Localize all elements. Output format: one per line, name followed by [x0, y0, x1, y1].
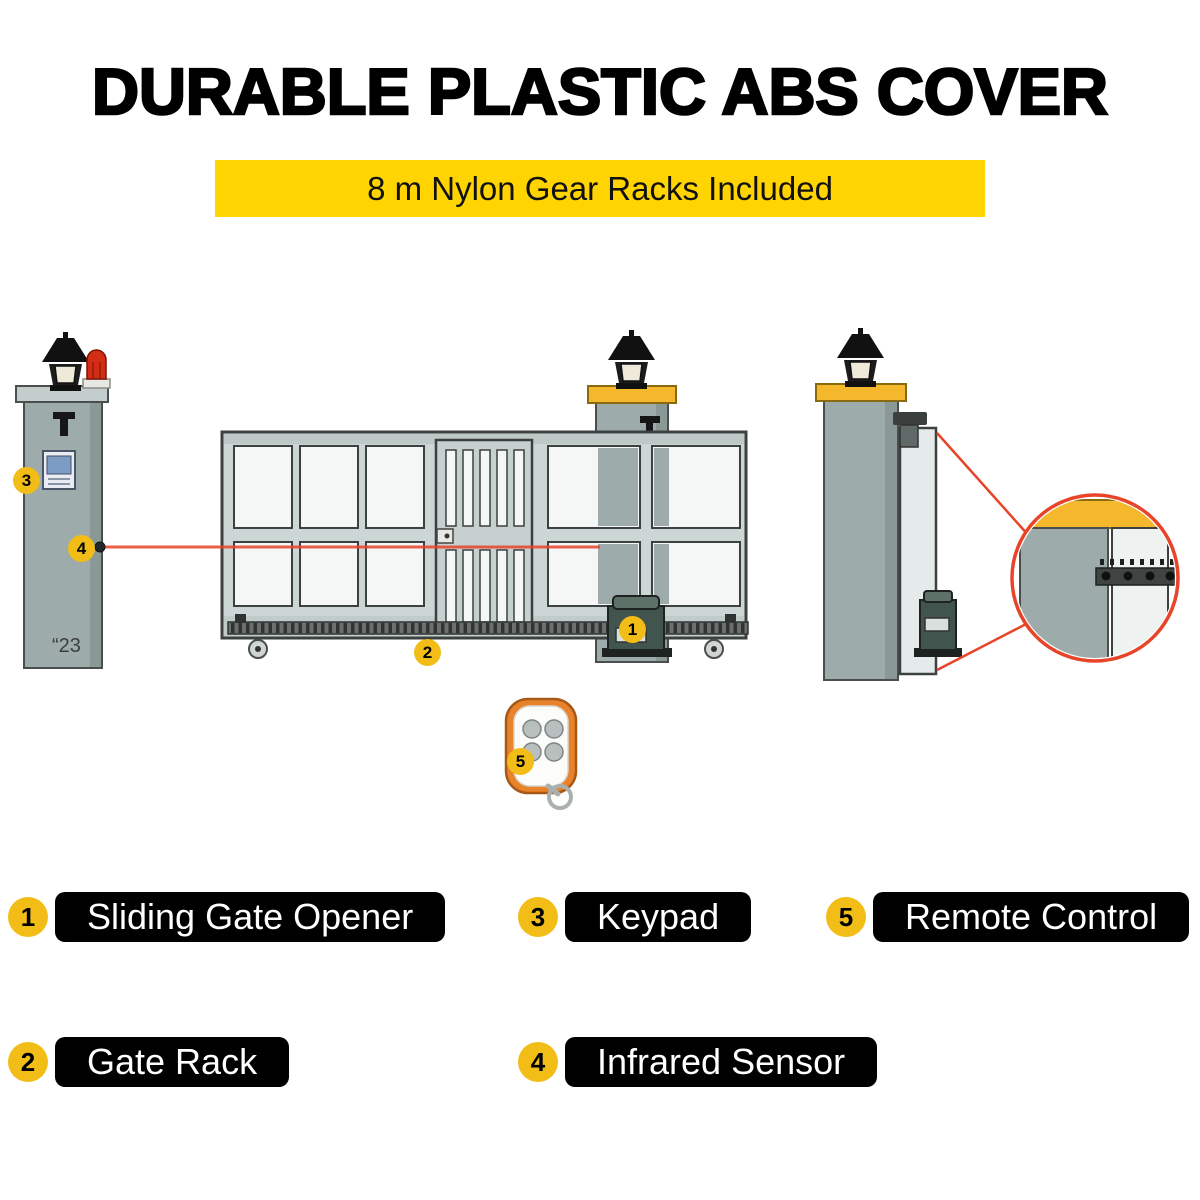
page-title: DURABLE PLASTIC ABS COVER: [91, 54, 1110, 130]
legend-number-2: 2: [8, 1042, 48, 1082]
callout-badge-1: 1: [619, 616, 646, 643]
legend-item-sliding-gate-opener: 1 Sliding Gate Opener: [8, 892, 446, 942]
remote-button: [544, 719, 564, 739]
alarm-beacon-icon: [82, 349, 111, 389]
legend-label-remote-control: Remote Control: [873, 892, 1190, 942]
gate-windows-left: [233, 445, 425, 607]
lamp-icon-center: [608, 330, 655, 389]
remote-button: [522, 719, 542, 739]
legend-label-sliding-gate-opener: Sliding Gate Opener: [55, 892, 446, 942]
legend-number-4: 4: [518, 1042, 558, 1082]
legend-label-gate-rack: Gate Rack: [55, 1037, 290, 1087]
legend-number-1: 1: [8, 897, 48, 937]
subtitle-banner: 8 m Nylon Gear Racks Included: [215, 160, 985, 217]
legend-number-3: 3: [518, 897, 558, 937]
legend-item-keypad: 3 Keypad: [518, 892, 752, 942]
pillar-marking: “23: [52, 635, 81, 657]
gate-door-section: [434, 438, 534, 634]
product-illustration: “23: [15, 328, 1180, 810]
sliding-gate: [220, 430, 748, 659]
callout-badge-5: 5: [507, 748, 534, 775]
lamp-icon-right: [837, 328, 884, 387]
legend-label-infrared-sensor: Infrared Sensor: [565, 1037, 878, 1087]
right-pillar: [815, 383, 907, 681]
gate-opener-motor: [602, 595, 672, 657]
subtitle-text: 8 m Nylon Gear Racks Included: [367, 169, 833, 207]
legend-item-infrared-sensor: 4 Infrared Sensor: [518, 1037, 878, 1087]
left-pillar: [15, 385, 109, 669]
zoom-detail: [936, 432, 1180, 672]
legend-number-5: 5: [826, 897, 866, 937]
right-motor: [914, 590, 962, 657]
remote-button: [544, 742, 564, 762]
legend-item-gate-rack: 2 Gate Rack: [8, 1037, 290, 1087]
infrared-sensor-device: [94, 541, 600, 553]
callout-badge-2: 2: [414, 639, 441, 666]
lamp-icon-left: [42, 332, 89, 391]
gate-windows-right: [547, 445, 741, 607]
legend-item-remote-control: 5 Remote Control: [826, 892, 1190, 942]
keyring-icon: [547, 784, 573, 810]
keypad-device: [42, 450, 76, 490]
callout-badge-3: 3: [13, 467, 40, 494]
legend-label-keypad: Keypad: [565, 892, 752, 942]
callout-badge-4: 4: [68, 535, 95, 562]
